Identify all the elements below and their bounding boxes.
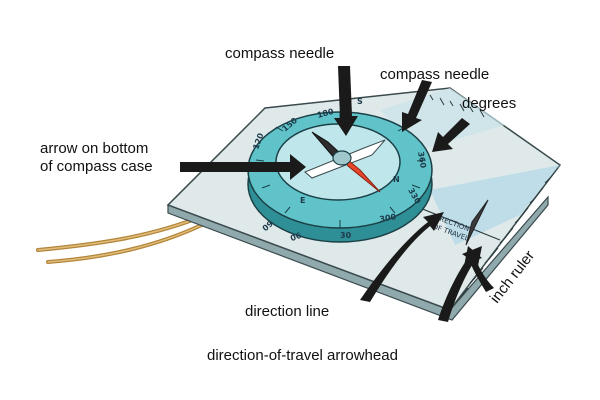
dial-360: 360 <box>416 151 428 169</box>
label-arrowhead: direction-of-travel arrowhead <box>207 347 398 364</box>
dial-30: 30 <box>340 231 352 240</box>
dial-e: E <box>300 196 305 205</box>
pointer-direction-line <box>360 212 444 302</box>
dial-n: N <box>393 175 400 184</box>
pointer-arrow-case <box>180 154 306 180</box>
ruler-ticks <box>459 167 559 299</box>
pointer-compass-needle-right <box>402 80 432 132</box>
label-inch-ruler: inch ruler <box>487 247 538 306</box>
label-compass-needle-right: compass needle <box>380 66 489 83</box>
dial-180: 180 <box>316 107 335 120</box>
dial-s: S <box>357 97 363 106</box>
label-arrow-case-1: arrow on bottom <box>40 140 148 157</box>
dial-90: 90 <box>288 230 302 242</box>
pointer-arrows <box>180 66 494 322</box>
pointer-compass-needle-top <box>334 66 358 136</box>
needle-pivot <box>332 150 352 166</box>
pointer-arrowhead <box>438 246 482 322</box>
label-compass-needle-top: compass needle <box>225 45 334 62</box>
pointer-degrees <box>432 118 470 152</box>
label-direction-line: direction line <box>245 303 329 320</box>
label-arrow-case-2: of compass case <box>40 158 153 175</box>
label-degrees: degrees <box>462 95 516 112</box>
compass-housing: N E S W 360 330 300 90 60 150 180 120 30 <box>247 97 433 243</box>
pointer-inch-ruler <box>464 246 494 292</box>
direction-of-travel-arrowhead <box>465 199 489 246</box>
dial-300: 300 <box>379 212 397 224</box>
